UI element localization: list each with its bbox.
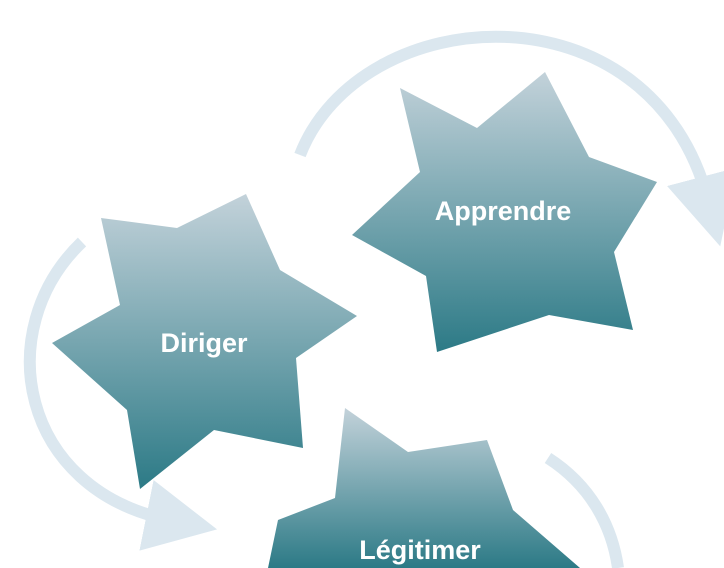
top-right-arrow: [294, 30, 724, 247]
bottom-right-arrow: [544, 452, 624, 568]
gear-shape: [52, 194, 357, 489]
cycle-arrows: [23, 30, 724, 568]
gear-apprendre: Apprendre: [352, 72, 657, 352]
gear-diriger: Diriger: [52, 194, 357, 489]
gear-label-apprendre: Apprendre: [435, 196, 572, 226]
gear-legitimer: Légitimer: [268, 408, 580, 568]
left-arrow: [23, 237, 218, 551]
gear-shape: [268, 408, 580, 568]
gear-label-legitimer: Légitimer: [359, 535, 481, 565]
gear-shape: [352, 72, 657, 352]
gear-label-diriger: Diriger: [160, 328, 248, 358]
